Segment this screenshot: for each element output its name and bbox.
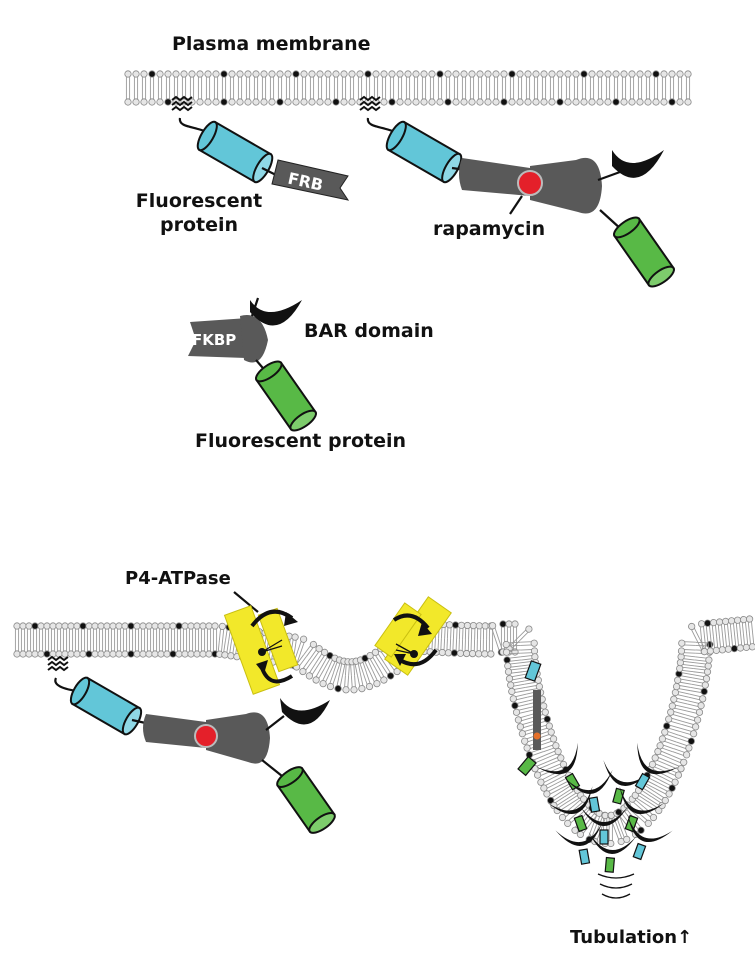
bar-domain-icon bbox=[280, 698, 330, 725]
fluorescent-protein-cyan-cylinder-icon bbox=[194, 119, 276, 185]
bar-domain-icon bbox=[612, 150, 664, 178]
linker bbox=[598, 172, 620, 180]
fkbp-label: FKBP bbox=[192, 331, 236, 349]
membrane-anchor-icon bbox=[48, 657, 68, 670]
fluorescent-protein-cyan-cylinder-icon bbox=[383, 119, 465, 185]
rapamycin-dot-icon bbox=[195, 725, 217, 747]
fkbp-domain: FKBP bbox=[188, 315, 268, 363]
linker bbox=[266, 716, 284, 730]
fluorescent-protein-full-label: Fluorescent protein bbox=[195, 430, 406, 452]
fluorescent-protein-green-cylinder-icon bbox=[611, 214, 677, 290]
frb-domain: FRB bbox=[272, 160, 348, 200]
fluorescent-protein-cyan-cylinder-icon bbox=[67, 675, 144, 737]
rapamycin-label: rapamycin bbox=[433, 218, 545, 240]
rapamycin-pointer bbox=[510, 196, 522, 214]
fluorescent-protein-green-cylinder-icon bbox=[274, 764, 338, 837]
p4-atpase-label: P4-ATPase bbox=[125, 568, 231, 590]
tubulation-label: Tubulation↑ bbox=[570, 927, 692, 949]
fluorescent-protein-green-cylinder-icon bbox=[253, 358, 319, 434]
linker bbox=[262, 760, 282, 776]
tubulation-motion-marks bbox=[598, 874, 634, 898]
membrane-anchor-icon bbox=[360, 97, 380, 110]
fluorescent-protein-label-line1: Fluorescent bbox=[131, 190, 267, 212]
bar-domain-label: BAR domain bbox=[304, 320, 434, 342]
rapamycin-dot-icon bbox=[518, 171, 542, 195]
plasma-membrane-label: Plasma membrane bbox=[172, 33, 371, 55]
fluorescent-protein-label-line2: protein bbox=[131, 214, 267, 236]
plasma-membrane-top bbox=[125, 71, 691, 105]
membrane-anchor-icon bbox=[172, 97, 192, 110]
